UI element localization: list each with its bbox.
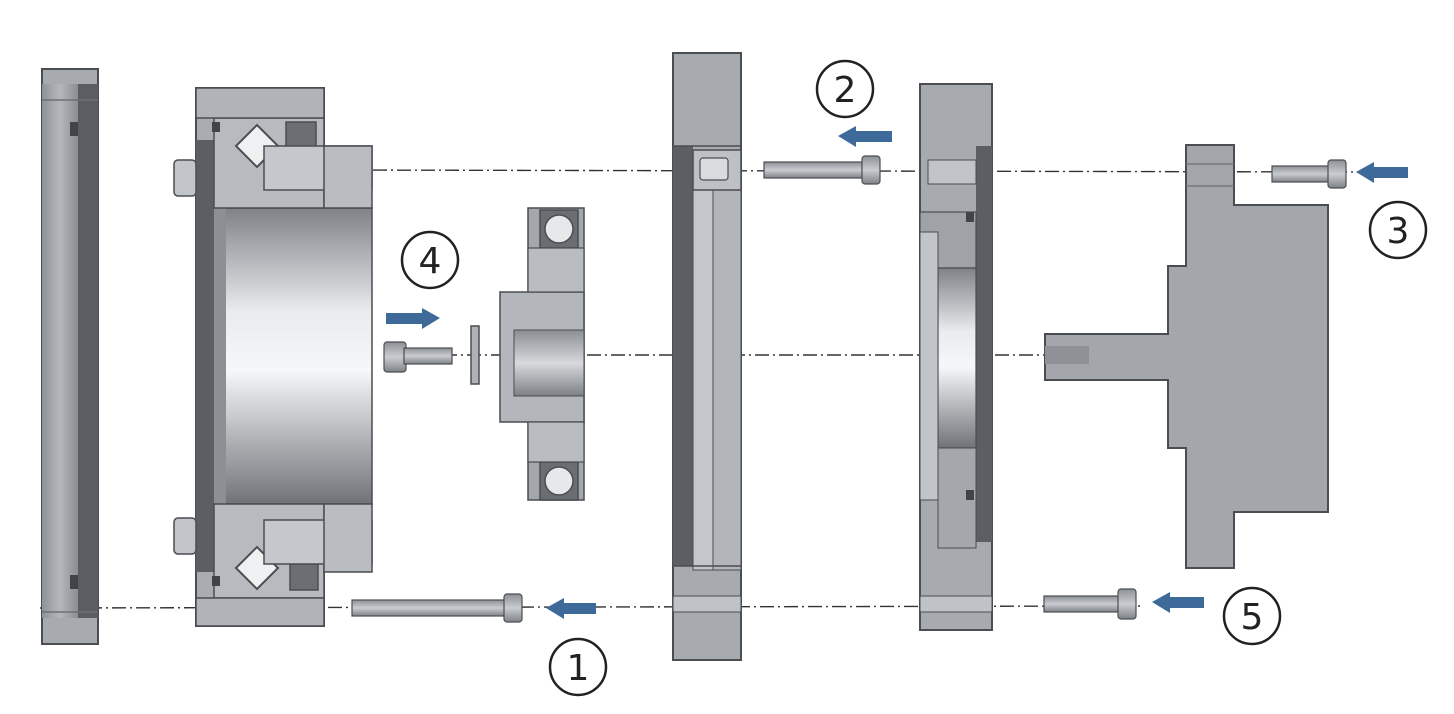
part-bearing-housing [173,87,373,627]
cap-screw-icon [763,155,881,185]
part-center-bearing [470,207,585,501]
step-callout-4: 4 [400,230,460,290]
cap-screw-icon [383,341,453,373]
cap-screw-icon [351,593,523,623]
step-number: 4 [419,241,442,282]
part-end-cover [41,68,99,645]
step-callout-2: 2 [815,59,875,119]
cap-screw-icon [1043,588,1137,620]
step-number: 3 [1387,211,1410,252]
step-number: 1 [567,648,590,689]
part-mounting-plate [919,83,993,631]
step-callout-1: 1 [548,637,608,697]
step-callout-5: 5 [1222,586,1282,646]
cap-screw-icon [1271,159,1347,189]
arrow-left-icon [546,598,596,619]
arrow-left-icon [838,126,892,147]
part-shaft-hub [1044,144,1329,569]
step-callout-3: 3 [1368,200,1428,260]
washer-icon [470,325,480,385]
arrow-left-icon [1152,592,1204,613]
arrow-left-icon [1356,162,1408,183]
step-number: 2 [834,70,857,111]
part-adapter-flange [672,52,742,661]
arrow-right-icon [386,308,440,329]
step-number: 5 [1241,597,1264,638]
